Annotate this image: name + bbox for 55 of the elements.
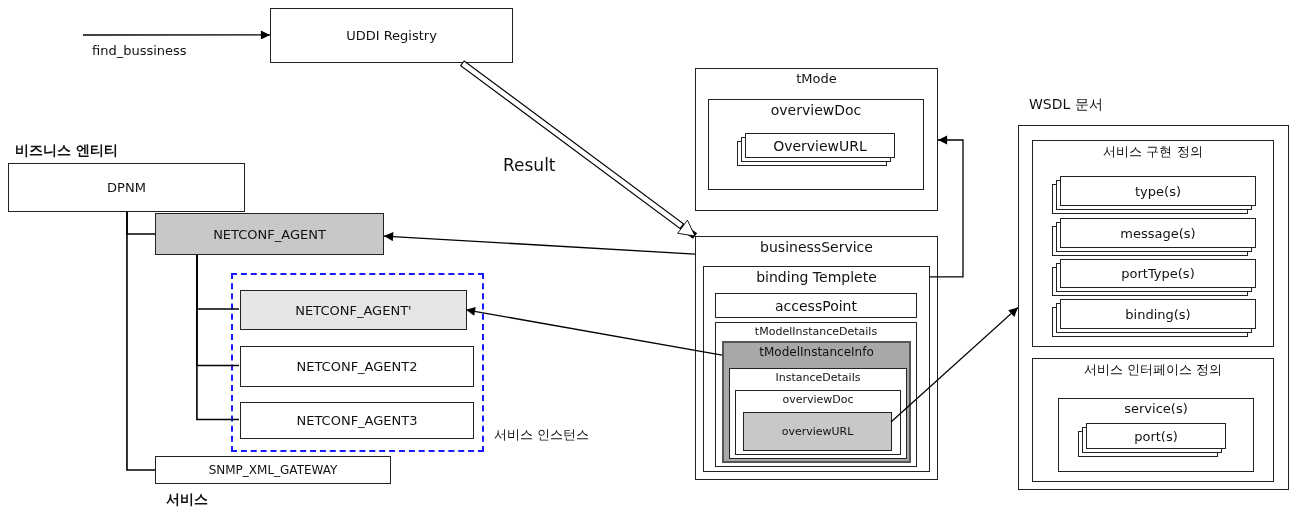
box-heading: 서비스 인터페이스 정의 <box>1082 361 1224 379</box>
container-box <box>715 322 917 467</box>
box-heading: overviewDoc <box>781 393 855 406</box>
container-box <box>729 368 907 459</box>
group-heading: 서비스 인스턴스 <box>494 426 590 444</box>
edge-label: find_bussiness <box>92 43 187 58</box>
box-label: binding(s) <box>1125 306 1191 322</box>
container-box <box>1032 140 1274 347</box>
group-heading: 비즈니스 엔티티 <box>15 142 118 160</box>
container-box <box>1032 358 1274 482</box>
box-label: OverviewURL <box>773 137 867 154</box>
box <box>743 412 892 451</box>
box-label: overviewURL <box>781 425 854 438</box>
box-heading: overviewDoc <box>769 102 863 118</box>
box-heading: service(s) <box>1123 401 1189 416</box>
box-label: NETCONF_AGENT2 <box>296 359 418 374</box>
box <box>240 402 474 439</box>
box <box>270 8 513 63</box>
box-label: portType(s) <box>1121 266 1195 281</box>
stacked-box <box>1052 259 1256 296</box>
box-label: message(s) <box>1120 225 1196 241</box>
box-label: UDDI Registry <box>346 28 437 43</box>
box-label: DPNM <box>107 180 146 195</box>
stacked-box <box>1052 299 1256 337</box>
box <box>155 213 384 255</box>
stacked-box <box>1052 176 1256 214</box>
stacked-box <box>1078 423 1226 457</box>
box-label: accessPoint <box>775 297 857 314</box>
box-heading: businessService <box>759 239 874 255</box>
container-box <box>695 68 938 211</box>
box-heading: tModelInstanceInfo <box>758 345 875 359</box>
box-heading: tModelInstanceDetails <box>753 325 879 338</box>
box-heading: InstanceDetails <box>774 371 862 384</box>
container-box <box>722 341 911 463</box>
container-box <box>703 266 930 472</box>
box <box>240 346 474 387</box>
container-box <box>695 236 938 480</box>
node-label: 서비스 <box>166 491 208 509</box>
box-label: port(s) <box>1134 428 1178 444</box>
container-box <box>708 99 924 190</box>
box <box>240 290 467 330</box>
box-label: NETCONF_AGENT3 <box>296 413 418 428</box>
container-box <box>735 390 901 455</box>
box-label: NETCONF_AGENT' <box>295 302 412 318</box>
box-heading: 서비스 구현 정의 <box>1102 143 1204 161</box>
box-heading: tMode <box>795 71 838 86</box>
container-box <box>1058 398 1254 472</box>
box-heading: binding Templete <box>755 269 878 285</box>
box-label: type(s) <box>1135 183 1181 199</box>
box-label: NETCONF_AGENT <box>213 226 326 242</box>
box <box>715 293 917 318</box>
group-heading: WSDL 문서 <box>1029 96 1103 114</box>
box-label: SNMP_XML_GATEWAY <box>208 463 338 477</box>
stacked-box <box>737 133 895 166</box>
stacked-box <box>1052 218 1256 256</box>
